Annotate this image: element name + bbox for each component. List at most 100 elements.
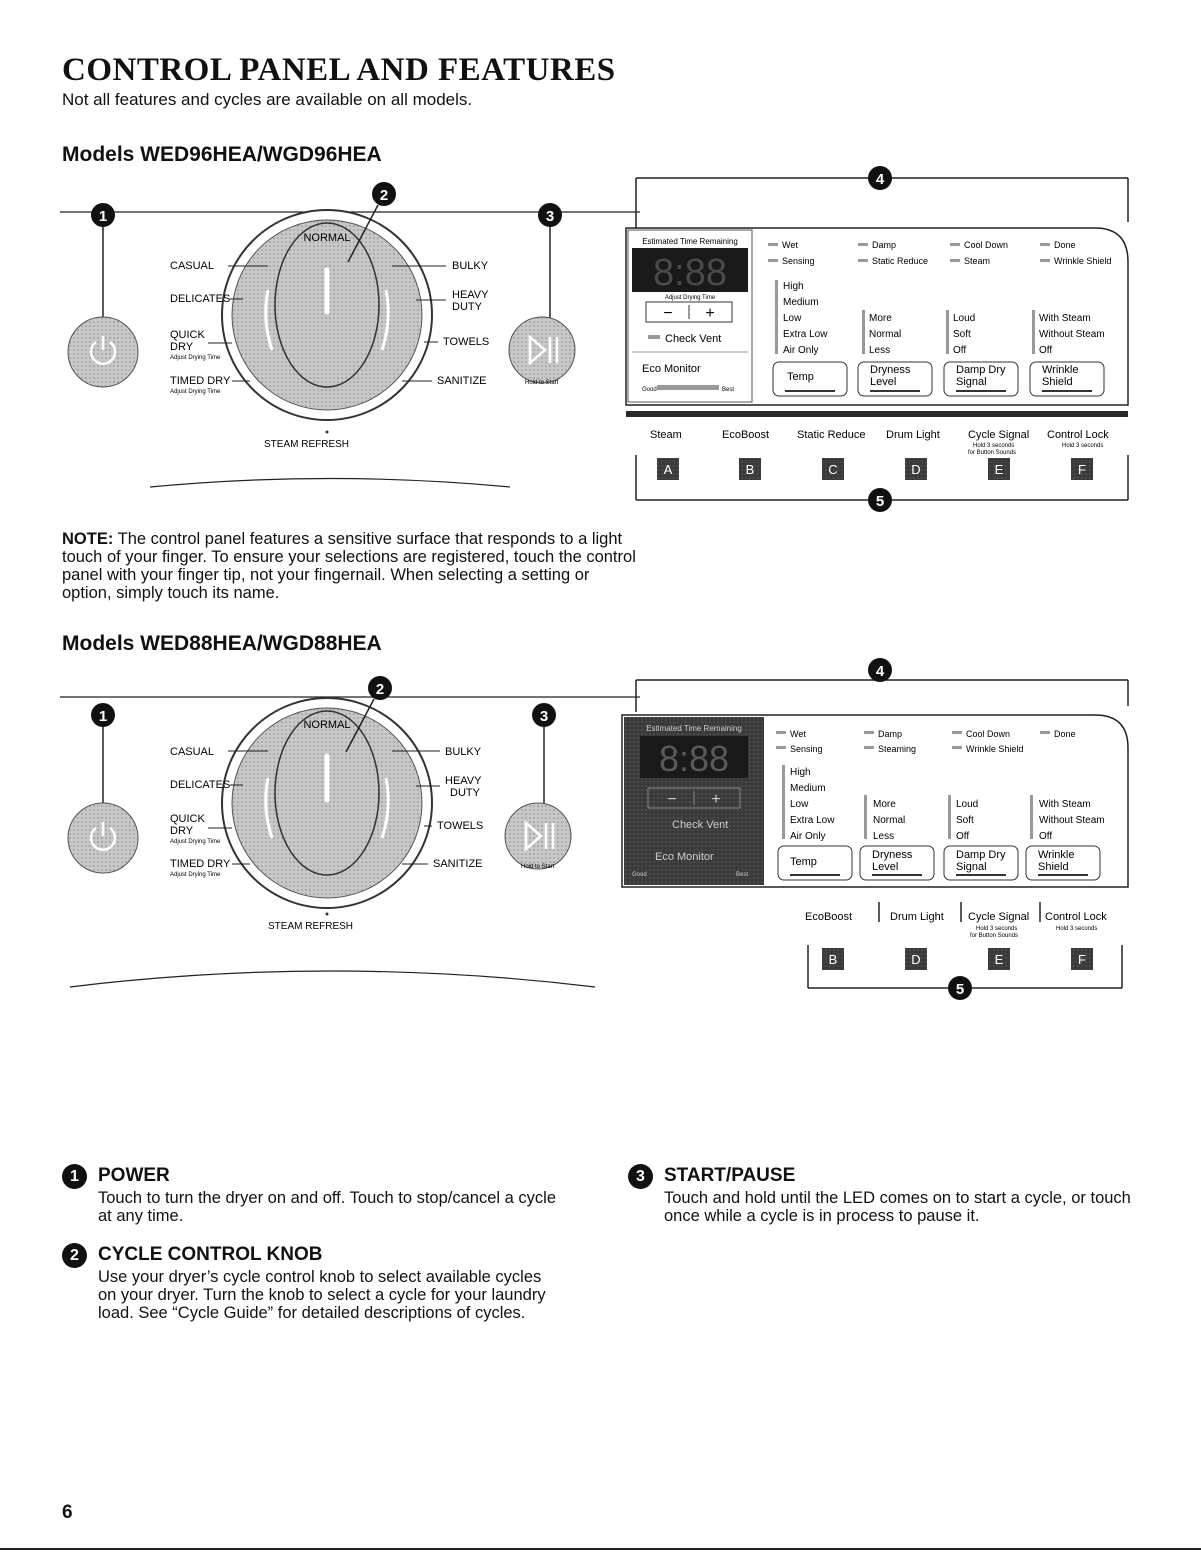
svg-text:Dryness[interactable]: Dryness — [870, 364, 911, 376]
svg-text:3: 3 — [546, 208, 554, 225]
diagram-models-b: 1 2 NORMAL CASUAL DELICATES QUICK DRY Ad… — [60, 658, 1129, 1000]
adjust-time-buttons[interactable] — [647, 787, 741, 809]
svg-text:NORMAL: NORMAL — [303, 719, 350, 731]
svg-text:Level[interactable]: Level — [872, 861, 898, 873]
svg-text:Wet: Wet — [782, 240, 798, 250]
svg-text:5: 5 — [876, 493, 884, 510]
option-cycle-signal[interactable]: Cycle Signal — [968, 429, 1029, 441]
svg-text:−[interactable]: − — [667, 791, 676, 808]
svg-text:Signal[interactable]: Signal — [956, 376, 987, 388]
key-a[interactable] — [657, 458, 679, 480]
svg-text:Loud: Loud — [953, 313, 975, 324]
option-static-reduce[interactable]: Static Reduce — [797, 429, 865, 441]
svg-text:Temp[interactable]: Temp — [790, 856, 817, 868]
svg-text:+[interactable]: + — [705, 305, 714, 322]
option-drum-light[interactable]: Drum Light — [886, 429, 940, 441]
svg-text:TIMED DRY: TIMED DRY — [170, 858, 231, 870]
option-control-lock[interactable]: Control Lock — [1047, 429, 1109, 441]
key-f[interactable] — [1071, 948, 1093, 970]
svg-text:Level[interactable]: Level — [870, 376, 896, 388]
svg-text:Eco Monitor: Eco Monitor — [655, 851, 714, 863]
svg-text:Damp Dry[interactable]: Damp Dry — [956, 849, 1006, 861]
svg-text:Medium: Medium — [790, 783, 826, 794]
key-c[interactable] — [822, 458, 844, 480]
svg-text:Hold 3 seconds: Hold 3 seconds — [1056, 926, 1097, 932]
svg-text:Steam: Steam — [964, 256, 990, 266]
svg-text:+[interactable]: + — [711, 791, 720, 808]
svg-text:Adjust Drying Time: Adjust Drying Time — [170, 872, 221, 878]
svg-text:D: D — [911, 952, 920, 967]
svg-text:4: 4 — [876, 663, 885, 680]
models-a-heading: Models WED96HEA/WGD96HEA — [62, 143, 382, 166]
option-ecoboost[interactable]: EcoBoost — [805, 911, 852, 923]
svg-text:D: D — [911, 462, 920, 477]
start-pause-button-b[interactable] — [504, 802, 572, 870]
option-ecoboost[interactable]: EcoBoost — [722, 429, 769, 441]
svg-text:Shield[interactable]: Shield — [1042, 376, 1073, 388]
svg-text:Temp[interactable]: Temp — [787, 371, 814, 383]
option-drum-light[interactable]: Drum Light — [890, 911, 944, 923]
start-pause-button-a[interactable] — [508, 316, 576, 384]
damp-dry-signal-button-a[interactable] — [943, 361, 1019, 397]
svg-text:Normal: Normal — [873, 815, 905, 826]
svg-text:Air Only: Air Only — [790, 831, 826, 842]
note-paragraph: NOTE: The control panel features a sensi… — [62, 530, 642, 602]
temp-button-a[interactable] — [772, 361, 848, 397]
callout-1-b — [91, 703, 115, 727]
power-button-a[interactable] — [67, 316, 139, 388]
svg-text:−[interactable]: − — [663, 305, 672, 322]
page-title: CONTROL PANEL AND FEATURES — [62, 52, 616, 88]
svg-text:4: 4 — [876, 171, 885, 188]
callout-2-b — [368, 676, 392, 700]
svg-text:Wrinkle[interactable]: Wrinkle — [1038, 849, 1074, 861]
svg-text:Low: Low — [783, 313, 802, 324]
key-d[interactable] — [905, 458, 927, 480]
dryness-level-button-b[interactable] — [859, 845, 935, 881]
key-e[interactable] — [988, 948, 1010, 970]
svg-text:Adjust Drying Time: Adjust Drying Time — [170, 839, 221, 845]
svg-text:Hold 3 seconds: Hold 3 seconds — [1062, 443, 1103, 449]
callout-2: 2 — [62, 1243, 87, 1268]
svg-text:Damp Dry[interactable]: Damp Dry — [956, 364, 1006, 376]
svg-text:Wrinkle[interactable]: Wrinkle — [1042, 364, 1078, 376]
key-e[interactable] — [988, 458, 1010, 480]
feature-title: CYCLE CONTROL KNOB — [98, 1244, 323, 1265]
option-control-lock[interactable]: Control Lock — [1045, 911, 1107, 923]
svg-text:DRY: DRY — [170, 825, 194, 837]
power-button-b[interactable] — [67, 802, 139, 874]
svg-text:Damp: Damp — [878, 729, 902, 739]
svg-text:B: B — [746, 462, 755, 477]
svg-text:E: E — [995, 462, 1004, 477]
svg-text:More: More — [869, 313, 892, 324]
key-d[interactable] — [905, 948, 927, 970]
damp-dry-signal-button-b[interactable] — [943, 845, 1019, 881]
wrinkle-shield-button-b[interactable] — [1025, 845, 1101, 881]
svg-text:High: High — [790, 767, 811, 778]
callout-5-b — [948, 976, 972, 1000]
svg-text:Good: Good — [632, 872, 647, 878]
option-cycle-signal[interactable]: Cycle Signal — [968, 911, 1029, 923]
key-b[interactable] — [822, 948, 844, 970]
dryness-level-button-a[interactable] — [857, 361, 933, 397]
wrinkle-shield-button-a[interactable] — [1029, 361, 1105, 397]
option-steam[interactable]: Steam — [650, 429, 682, 441]
svg-text:BULKY: BULKY — [445, 746, 482, 758]
key-b[interactable] — [739, 458, 761, 480]
knob-label-sanitize: SANITIZE — [437, 375, 487, 387]
knob-label-quick: QUICK — [170, 329, 206, 341]
temp-button-b[interactable] — [777, 845, 853, 881]
key-f[interactable] — [1071, 458, 1093, 480]
callout-1-a — [91, 203, 115, 227]
svg-text:More: More — [873, 799, 896, 810]
svg-text:Signal[interactable]: Signal — [956, 861, 987, 873]
svg-text:E: E — [995, 952, 1004, 967]
callout-3-b — [532, 703, 556, 727]
svg-text:Dryness[interactable]: Dryness — [872, 849, 913, 861]
page-subtitle: Not all features and cycles are availabl… — [62, 90, 473, 109]
svg-text:F: F — [1078, 952, 1086, 967]
svg-text:Off: Off — [1039, 345, 1052, 356]
svg-text:Shield[interactable]: Shield — [1038, 861, 1069, 873]
feature-title: START/PAUSE — [664, 1165, 796, 1186]
